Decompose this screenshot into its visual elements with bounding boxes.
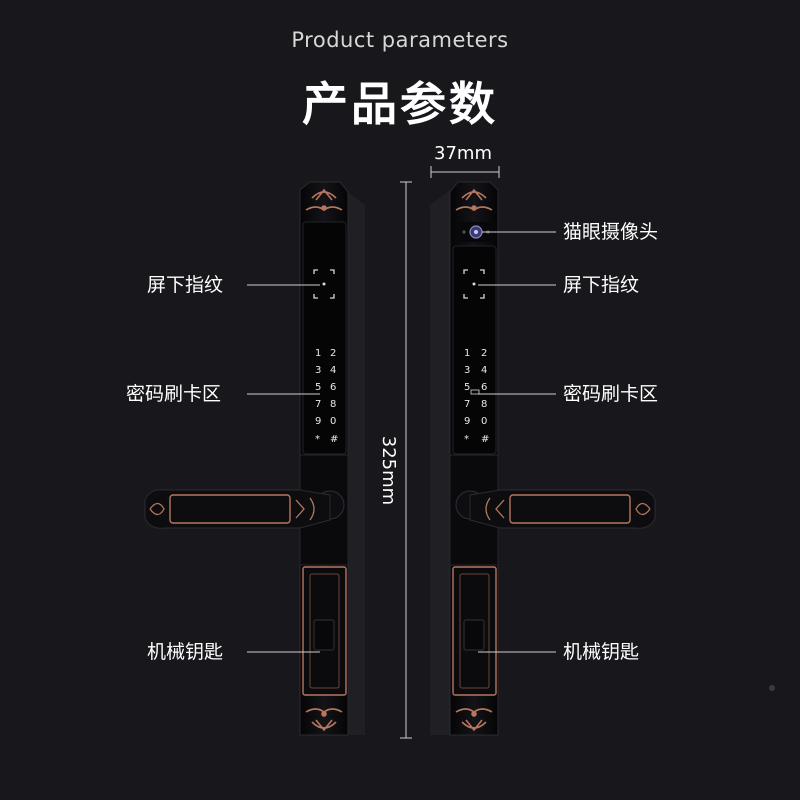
left-key: 8 <box>330 399 336 410</box>
right-key: * <box>464 434 469 445</box>
label-camera-right: 猫眼摄像头 <box>563 221 659 243</box>
left-fingerprint-frame <box>313 269 335 299</box>
right-key: 0 <box>481 416 487 427</box>
right-key: 5 <box>464 382 470 393</box>
left-key: 1 <box>315 348 321 359</box>
callout-lines <box>247 231 556 653</box>
right-key: 8 <box>481 399 487 410</box>
width-dimension-label: 37mm <box>434 143 492 164</box>
right-key: 2 <box>481 348 487 359</box>
subtitle: Product parameters <box>291 28 509 52</box>
height-dimension-label: 325mm <box>378 435 400 506</box>
left-key: 6 <box>330 382 336 393</box>
right-key: 6 <box>481 382 487 393</box>
right-screen-panel <box>452 245 497 455</box>
page-title: 产品参数 <box>302 77 498 131</box>
right-key: 7 <box>464 399 470 410</box>
label-fingerprint-left: 屏下指纹 <box>147 274 224 296</box>
label-keypad-right: 密码刷卡区 <box>563 383 659 405</box>
left-key: * <box>315 434 320 445</box>
right-key: 3 <box>464 365 470 376</box>
right-key: 1 <box>464 348 470 359</box>
label-key-right: 机械钥匙 <box>563 641 640 663</box>
label-fingerprint-right: 屏下指纹 <box>563 274 640 296</box>
right-key: # <box>481 434 489 445</box>
left-key: 0 <box>330 416 336 427</box>
right-fingerprint-frame <box>463 269 485 299</box>
decorative-dot <box>769 685 775 691</box>
left-lock <box>144 181 365 736</box>
left-top-ornament <box>305 188 343 211</box>
right-key: 4 <box>481 365 487 376</box>
right-bottom-ornament <box>455 708 493 732</box>
left-key: 5 <box>315 382 321 393</box>
left-key: # <box>330 434 338 445</box>
right-top-ornament <box>455 188 493 211</box>
label-key-left: 机械钥匙 <box>147 641 224 663</box>
right-lock <box>430 181 656 736</box>
left-screen-panel <box>302 221 347 455</box>
left-key: 7 <box>315 399 321 410</box>
right-handle <box>469 489 656 529</box>
left-key: 2 <box>330 348 336 359</box>
left-key: 9 <box>315 416 321 427</box>
right-key: 9 <box>464 416 470 427</box>
left-key: 4 <box>330 365 336 376</box>
left-handle <box>144 489 331 529</box>
right-keypad: 1 2 3 4 5 6 7 8 9 0 * # <box>464 348 489 445</box>
dimension-lines <box>400 166 500 739</box>
left-key: 3 <box>315 365 321 376</box>
left-keypad: 1 2 3 4 5 6 7 8 9 0 * # <box>315 348 338 445</box>
label-keypad-left: 密码刷卡区 <box>126 383 222 405</box>
left-bottom-ornament <box>305 708 343 732</box>
